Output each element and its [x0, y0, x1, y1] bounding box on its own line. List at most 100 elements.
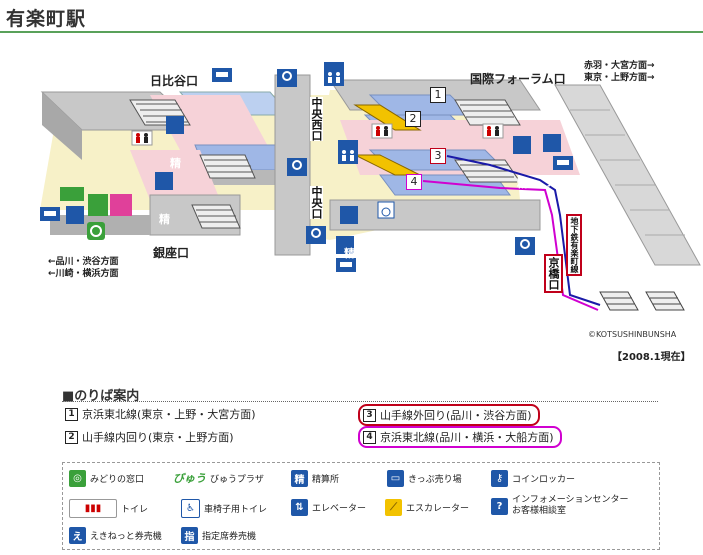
- elevator-icon: ⇅: [291, 499, 308, 516]
- kippu-icon-3: [336, 258, 356, 272]
- platform-num: 1: [65, 407, 78, 421]
- legend-label: お客様相談室: [512, 506, 567, 516]
- left-stairs-2: [199, 154, 256, 179]
- kippu-icon-1: [212, 68, 232, 82]
- legend-label: トイレ: [121, 505, 149, 515]
- subway-yurakucho-line: 地下鉄有楽町線: [566, 214, 582, 276]
- toilet-icon-2: [371, 123, 393, 139]
- shitei-icon-1: [66, 206, 84, 224]
- exit-chuo-nishi: 中央西口: [310, 97, 323, 141]
- key-icon: ⚷: [491, 470, 508, 487]
- legend-eki-net: え えきねっと券売機: [69, 527, 162, 544]
- platform-num: 4: [363, 430, 376, 444]
- page-title: 有楽町駅: [6, 8, 87, 30]
- toilet-icon: [131, 130, 153, 146]
- kippu-icon-4: [553, 156, 573, 170]
- direction-south-2: ←川崎・横浜方面: [48, 269, 119, 279]
- seisan-glyph-2: 精: [159, 213, 170, 226]
- station-map: [40, 62, 701, 311]
- legend-coin-locker: ⚷ コインロッカー: [491, 470, 575, 487]
- shop-pink-box: [110, 194, 132, 216]
- legend-escalator: ⟋ エスカレーター: [385, 499, 469, 516]
- legend-info: ? インフォメーションセンター お客様相談室: [491, 495, 629, 517]
- direction-north-1: 赤羽・大宮方面→: [584, 61, 655, 71]
- platform-marker-1: 1: [430, 87, 446, 103]
- midori-icon: [87, 222, 105, 240]
- left-wall-front: [42, 92, 82, 160]
- elevator-icon-2: [338, 140, 358, 164]
- exit-kokusai-forum: 国際フォーラム口: [470, 72, 566, 86]
- seisan-icon: 精: [291, 470, 308, 487]
- platform-marker-4: 4: [406, 174, 422, 190]
- legend-label: インフォメーションセンター: [512, 495, 629, 505]
- escalator-1: [353, 104, 422, 131]
- right-front-wall: [329, 199, 541, 231]
- legend-label: 精算所: [312, 475, 340, 485]
- seisan-glyph-4: 精: [517, 177, 528, 190]
- route-3-line: [446, 155, 601, 306]
- legend: ◎ みどりの窓口 びゅう びゅうプラザ 精 精算所 ▭ きっぷ売り場 ⚷ コイン…: [62, 462, 660, 550]
- wheelchair-icon: [377, 201, 395, 219]
- direction-south-1: ←品川・渋谷方面: [48, 257, 119, 267]
- platform-num: 3: [363, 408, 376, 422]
- as-of-date: 【2008.1現在】: [612, 352, 691, 363]
- shitei-glyph-1: 指: [70, 247, 81, 260]
- platform-row-3: 3 山手線外回り(品川・渋谷方面): [358, 404, 540, 426]
- seisan-icon-3: [340, 206, 358, 224]
- exit-kyobashi: 京橋口: [544, 254, 563, 293]
- platform-text: 京浜東北線(東京・上野・大宮方面): [82, 408, 256, 421]
- legend-label: きっぷ売り場: [408, 475, 462, 485]
- coin-locker-icon-2: [287, 158, 307, 176]
- coin-locker-icon-4: [515, 237, 535, 255]
- title-rule: [0, 31, 703, 33]
- midori-icon: ◎: [69, 470, 86, 487]
- legend-label: エスカレーター: [406, 504, 470, 514]
- shitei-icon-3: [543, 134, 561, 152]
- guide-heading: ■のりば案内: [62, 389, 140, 404]
- info-icon: ?: [491, 497, 508, 515]
- legend-shitei: 指 指定席券売機: [181, 527, 256, 544]
- kippu-icon-2: [40, 207, 60, 221]
- platform-marker-2: 2: [405, 111, 421, 127]
- seisan-glyph-3: 精: [344, 247, 355, 260]
- legend-seisanjo: 精 精算所: [291, 470, 339, 487]
- coin-locker-icon-3: [306, 226, 326, 244]
- escalator-icon: ⟋: [385, 499, 402, 516]
- exit-chuo: 中央口: [310, 186, 323, 219]
- platform-text: 山手線内回り(東京・上野方面): [82, 431, 234, 444]
- left-pink-corridor: [130, 150, 220, 200]
- coin-locker-icon-1: [277, 69, 297, 87]
- right-track-hatch: [570, 109, 685, 236]
- left-stairs-3: [191, 204, 241, 229]
- right-stairs-2: [454, 159, 521, 183]
- shitei-icon-2: [336, 236, 354, 254]
- right-stairs-1: [454, 99, 521, 126]
- legend-toilet: ▮▮▮ トイレ: [69, 499, 148, 518]
- legend-view-plaza: びゅう びゅうプラザ: [173, 470, 264, 486]
- toilet-icon-3: [482, 123, 504, 139]
- copyright: ©KOTSUSHINBUNSHA: [588, 330, 677, 339]
- right-track-bed: [554, 84, 701, 266]
- seisan-icon-4: [513, 136, 531, 154]
- legend-label: エレベーター: [312, 504, 367, 514]
- legend-elevator: ⇅ エレベーター: [291, 499, 366, 516]
- view-logo-icon: びゅう: [173, 472, 206, 485]
- seisan-icon-2: [155, 172, 173, 190]
- exit-hibiya: 日比谷口: [150, 74, 199, 88]
- shitei-glyph-3: 指: [547, 175, 558, 188]
- subway-stairs: [599, 291, 685, 311]
- legend-label: えきねっと券売機: [90, 532, 162, 542]
- legend-wheelchair: ♿ 車椅子用トイレ: [181, 499, 267, 518]
- e-icon: え: [69, 527, 86, 544]
- toilet-icon: ▮▮▮: [69, 499, 117, 518]
- direction-north-2: 東京・上野方面→: [584, 73, 655, 83]
- platform-num: 2: [65, 430, 78, 444]
- wheelchair-icon: ♿: [181, 499, 200, 518]
- legend-kippu: ▭ きっぷ売り場: [387, 470, 462, 487]
- seisan-icon-1: [166, 116, 184, 134]
- legend-label: びゅうプラザ: [210, 474, 264, 485]
- legend-label: 車椅子用トイレ: [204, 505, 268, 515]
- guide-rule: [62, 401, 658, 402]
- shop-green-box: [60, 187, 84, 201]
- legend-label: コインロッカー: [512, 475, 576, 485]
